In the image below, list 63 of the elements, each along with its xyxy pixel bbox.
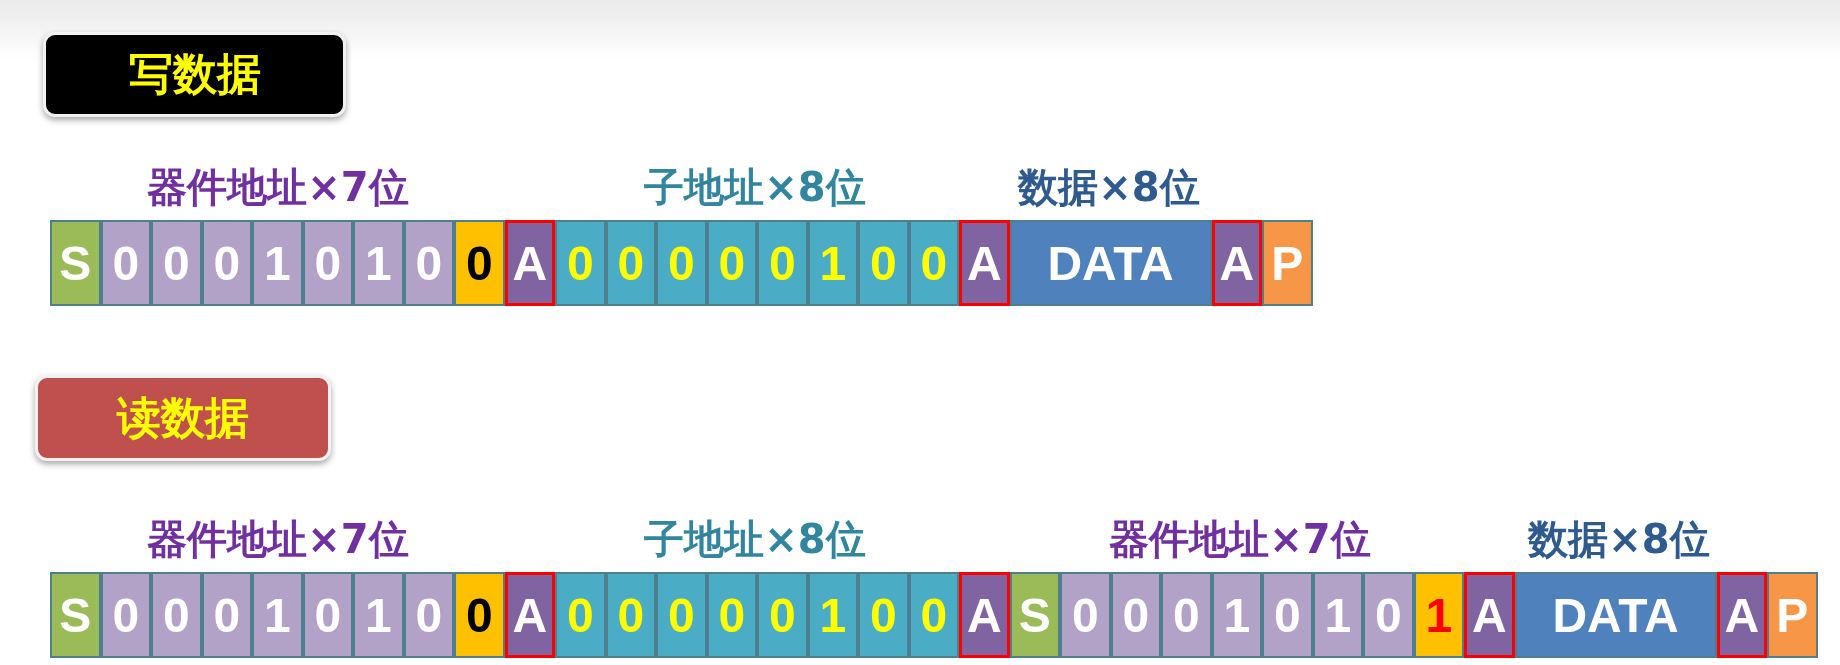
bit-cell: 1 [353,572,404,658]
bit-cell: 0 [151,220,202,306]
field-label: 器件地址×7位 [147,515,409,564]
data-cell: DATA [1009,220,1212,306]
field-label: 子地址×8位 [644,163,866,212]
bit-cell: 0 [201,572,252,658]
bit-cell: 1 [807,220,858,306]
field-label: 数据×8位 [1018,163,1200,212]
bit-cell: 0 [706,220,757,306]
title-badge: 读数据 [35,375,331,461]
ack-cell: A [504,572,555,658]
bit-cell: 0 [605,572,656,658]
field-label: 子地址×8位 [644,515,866,564]
ack-cell: A [959,220,1010,306]
bit-cell: 0 [1262,572,1313,658]
bit-cell: 0 [555,220,606,306]
bit-cell: 0 [555,572,606,658]
bit-cell: 0 [100,220,151,306]
bit-cell: 1 [353,220,404,306]
bit-cell: 0 [1161,572,1212,658]
field-label: 器件地址×7位 [1109,515,1371,564]
bit-cell: 1 [1312,572,1363,658]
bit-cell: 1 [252,572,303,658]
bit-cell: 0 [100,572,151,658]
stop-cell: P [1767,572,1818,658]
ack-cell: A [1211,220,1262,306]
rw-bit-cell: 0 [454,572,505,658]
bit-cell: 0 [908,572,959,658]
start-cell: S [1009,572,1060,658]
ack-cell: A [1716,572,1767,658]
bit-cell: 0 [1363,572,1414,658]
bit-cell: 0 [1110,572,1161,658]
ack-cell: A [504,220,555,306]
bit-cell: 0 [858,220,909,306]
bit-cell: 0 [908,220,959,306]
bit-cell: 1 [252,220,303,306]
ack-cell: A [959,572,1010,658]
bit-cell: 0 [403,572,454,658]
bit-cell: 0 [201,220,252,306]
title-badge: 写数据 [43,32,346,117]
start-cell: S [50,572,101,658]
bit-cell: 0 [858,572,909,658]
start-cell: S [50,220,101,306]
bit-cell: 0 [757,220,808,306]
bit-cell: 0 [403,220,454,306]
rw-bit-cell: 0 [454,220,505,306]
bit-cell: 0 [656,572,707,658]
data-cell: DATA [1514,572,1717,658]
ack-cell: A [1464,572,1515,658]
bit-cell: 0 [1060,572,1111,658]
bit-cell: 0 [757,572,808,658]
bit-cell: 0 [706,572,757,658]
rw-bit-cell: 1 [1413,572,1464,658]
bit-cell: 0 [656,220,707,306]
bit-cell: 0 [302,220,353,306]
bit-cell: 0 [302,572,353,658]
bit-cell: 1 [1211,572,1262,658]
bit-cell: 0 [605,220,656,306]
bit-cell: 0 [151,572,202,658]
field-label: 器件地址×7位 [147,163,409,212]
bit-cell: 1 [807,572,858,658]
stop-cell: P [1262,220,1313,306]
field-label: 数据×8位 [1528,515,1710,564]
